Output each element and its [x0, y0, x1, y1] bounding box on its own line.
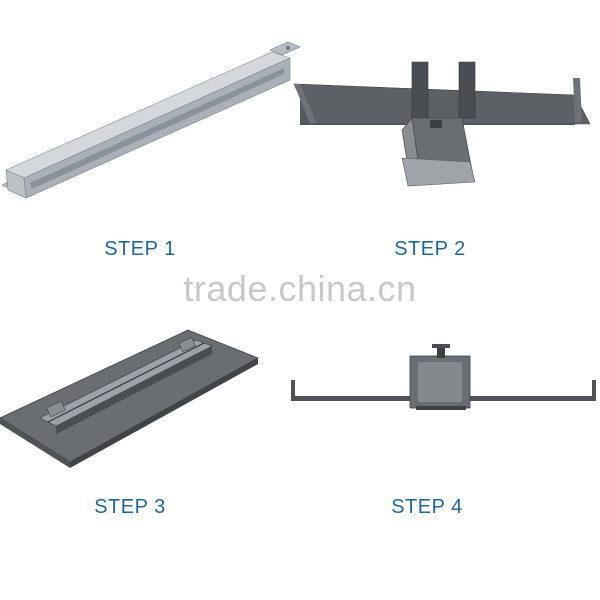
step2-tray-left-lip	[294, 84, 316, 124]
step1-rail-end-face	[5, 169, 27, 199]
step-2-label: STEP 2	[394, 238, 466, 260]
step1-rail-groove	[30, 68, 284, 189]
step4-tray-left-wall	[291, 380, 295, 401]
step3-tray-right-lip	[70, 358, 258, 468]
step3-clamp-near	[46, 400, 66, 418]
step1-rail-tab-hole-top	[286, 46, 290, 50]
step-3-label: STEP 3	[94, 496, 166, 518]
step2-junction-box-bottom	[401, 157, 476, 187]
step3-tray-front-lip	[0, 418, 70, 468]
watermark: trade.china.cn	[183, 268, 417, 309]
step3-rail-side	[56, 346, 212, 434]
step3-rail-groove	[47, 342, 205, 423]
step3-clamp-far	[178, 337, 196, 352]
step4-channel-flange	[416, 406, 466, 410]
step-4-label: STEP 4	[391, 496, 463, 518]
step2-plate-right	[458, 61, 476, 119]
step1-rail-tab-top	[269, 41, 301, 56]
step2-bolt	[430, 120, 442, 128]
step4-bolt-head	[437, 346, 445, 358]
step-1-label: STEP 1	[104, 238, 176, 260]
step2-tray-right-lip	[573, 78, 582, 122]
step4-bolt-cap	[432, 344, 450, 348]
step4-tray-right-wall	[592, 380, 596, 401]
step4-channel-inner	[418, 362, 462, 402]
